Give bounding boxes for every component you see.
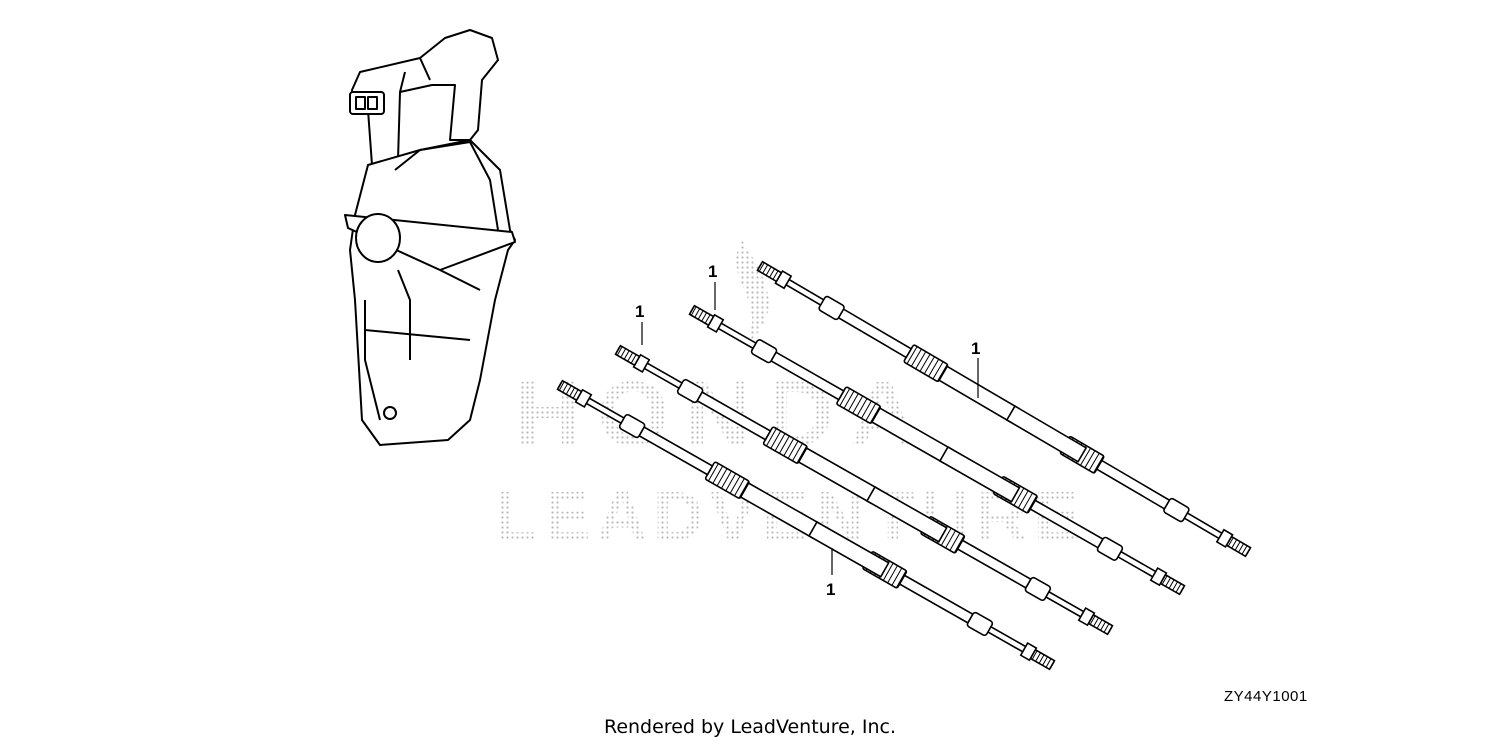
cable-4 (556, 379, 1056, 671)
remote-control-box (344, 29, 516, 446)
throttle-shift-cables (556, 260, 1252, 671)
watermark-flame-icon (736, 240, 769, 345)
callout-label-1: 1 (708, 262, 718, 281)
cable-1 (756, 260, 1252, 558)
credit-text: Rendered by LeadVenture, Inc. (603, 716, 897, 738)
callout-leaders (641, 282, 979, 575)
callout-label-3: 1 (971, 339, 981, 358)
diagram-reference-code: ZY44Y1001 (1224, 688, 1308, 705)
cable-2 (688, 304, 1186, 596)
callout-label-2: 1 (635, 302, 645, 321)
callout-label-4: 1 (826, 580, 836, 599)
watermark-line1: HONDA (515, 363, 932, 465)
cable-3 (614, 344, 1114, 636)
